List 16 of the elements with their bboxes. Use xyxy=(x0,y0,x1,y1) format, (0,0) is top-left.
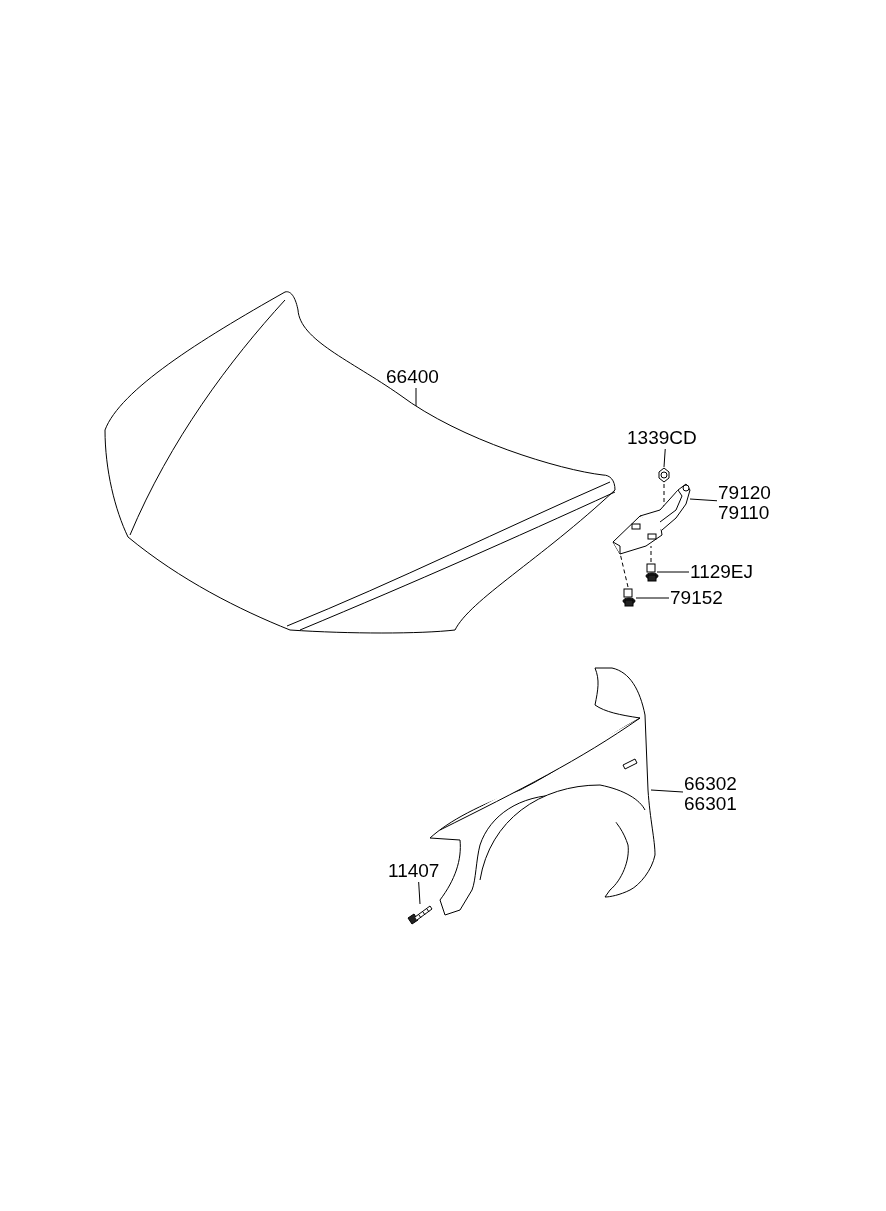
callout-number: 1129EJ xyxy=(690,562,755,582)
callout-number: 66301 xyxy=(684,794,738,814)
leader-line xyxy=(656,571,690,573)
callout-number: 79152 xyxy=(670,588,724,608)
callout-number: 79120 xyxy=(718,483,772,503)
leader-line xyxy=(663,448,666,468)
leader-line xyxy=(650,789,684,793)
callout-number: 1339CD xyxy=(627,428,698,448)
leader-line xyxy=(689,498,718,502)
callout-number: 11407 xyxy=(388,861,441,881)
leader-line xyxy=(418,881,421,905)
leader-line xyxy=(635,597,670,599)
alignment-line xyxy=(650,545,652,563)
callout-number: 66302 xyxy=(684,774,738,794)
callout-number: 79110 xyxy=(718,503,771,523)
callout-number: 66400 xyxy=(386,367,440,387)
